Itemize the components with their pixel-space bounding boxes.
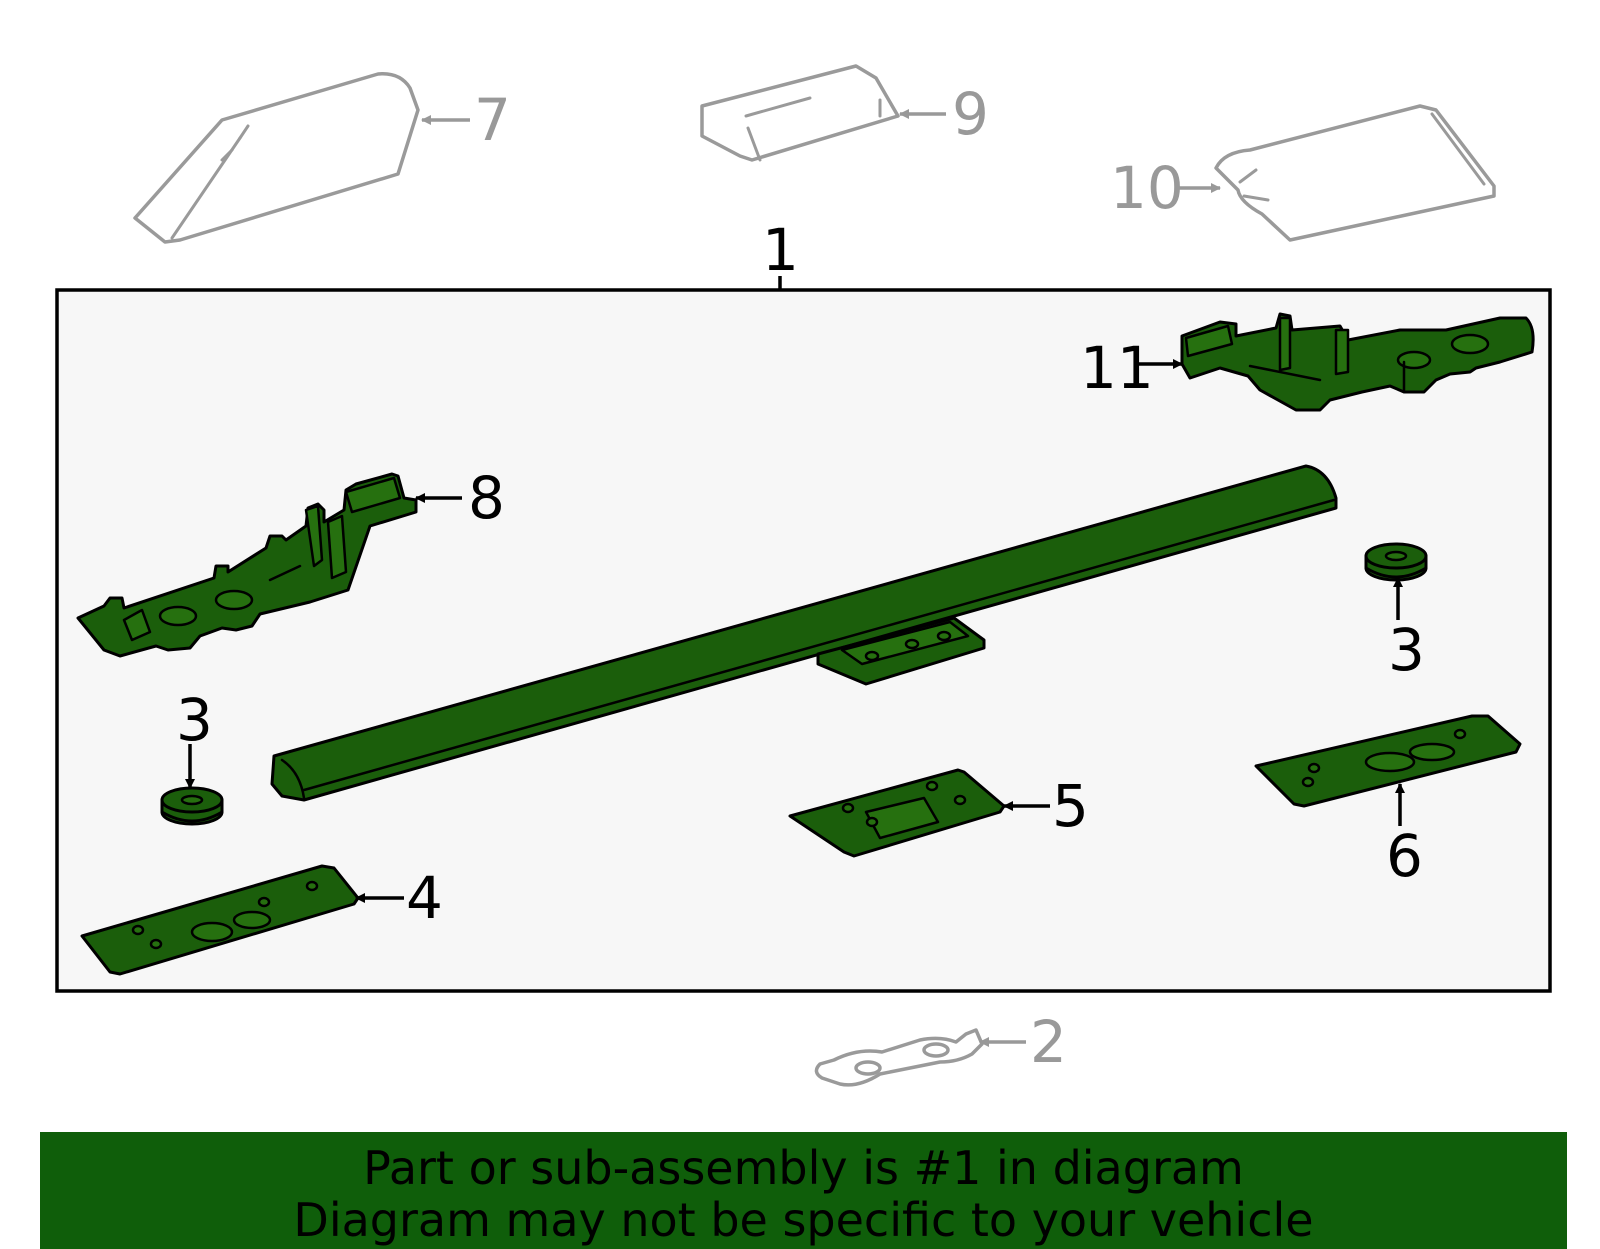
callout-7: 7: [474, 86, 511, 154]
callout-9: 9: [952, 80, 989, 148]
part-7-end-cover[interactable]: [133, 72, 420, 244]
callout-2: 2: [1030, 1008, 1067, 1076]
banner-line-2: Diagram may not be specific to your vehi…: [293, 1193, 1314, 1247]
part-3-spacer-left[interactable]: [160, 786, 224, 826]
callout-3-right: 3: [1388, 616, 1425, 684]
part-2-bracket[interactable]: [814, 1028, 984, 1087]
callout-3-left: 3: [176, 686, 213, 754]
part-6-pad[interactable]: [1254, 714, 1522, 808]
callout-10: 10: [1110, 154, 1184, 222]
part-10-end-cover[interactable]: [1214, 104, 1496, 242]
part-rail-bar[interactable]: [270, 464, 1338, 802]
callout-5: 5: [1052, 772, 1089, 840]
part-9-clip[interactable]: [700, 64, 900, 162]
callout-4: 4: [406, 864, 443, 932]
banner-line-1: Part or sub-assembly is #1 in diagram: [363, 1141, 1244, 1195]
part-3-spacer-right[interactable]: [1364, 542, 1428, 582]
callout-11: 11: [1080, 334, 1154, 402]
callout-8: 8: [468, 464, 505, 532]
info-banner: Part or sub-assembly is #1 in diagram Di…: [40, 1132, 1567, 1249]
part-11-rear-support[interactable]: [1180, 312, 1535, 412]
part-8-front-support[interactable]: [76, 472, 418, 658]
callout-6: 6: [1386, 822, 1423, 890]
part-5-pad[interactable]: [788, 768, 1006, 858]
callout-1: 1: [762, 216, 799, 284]
